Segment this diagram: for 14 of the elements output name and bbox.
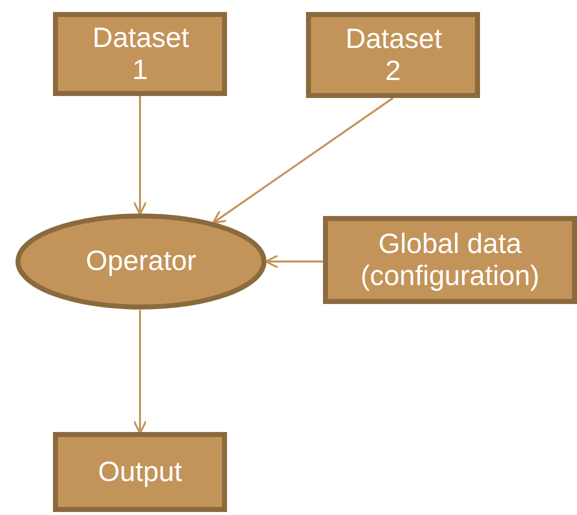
arrow [212, 97, 394, 224]
node-label: Output [98, 456, 182, 488]
arrow [133, 96, 147, 216]
node-label: Dataset 1 [92, 22, 188, 86]
node-label: Operator [86, 245, 196, 278]
process-ellipse [15, 213, 267, 310]
node-label: Global data (configuration) [360, 228, 540, 292]
data-box [53, 432, 227, 512]
data-box [306, 12, 480, 98]
data-box [323, 216, 577, 304]
node-label: Dataset 2 [346, 22, 440, 88]
arrow [264, 254, 323, 268]
data-box [53, 12, 227, 96]
arrow [133, 310, 147, 434]
